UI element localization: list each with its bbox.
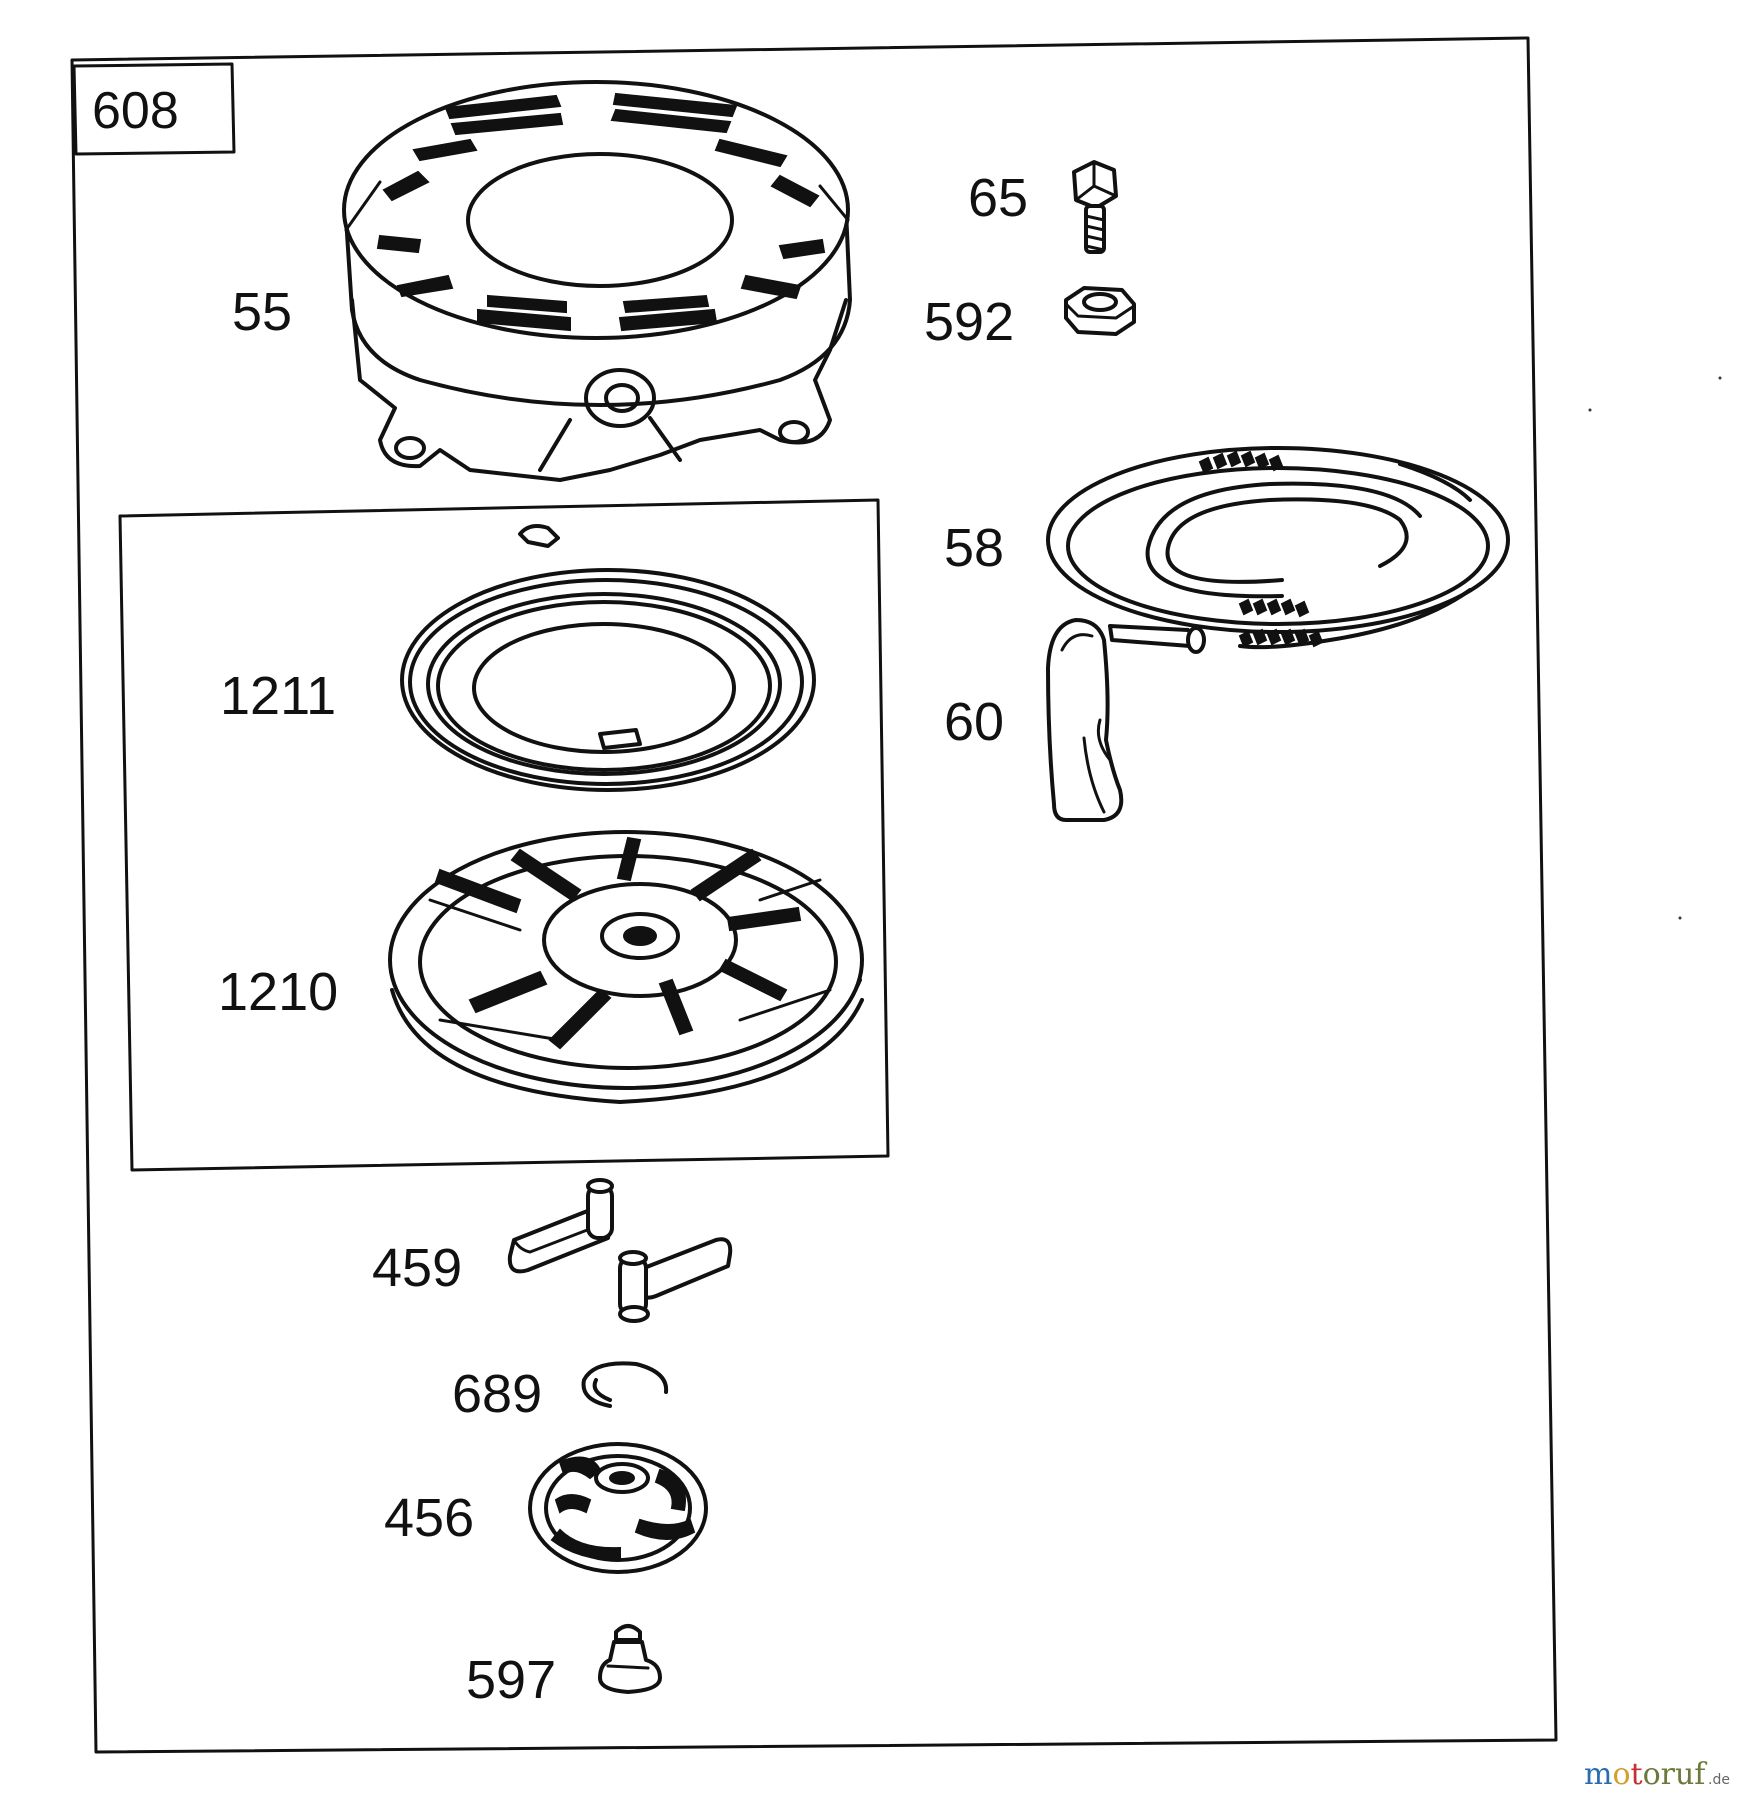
scan-dot [1588,408,1592,412]
label-456: 456 [384,1488,474,1548]
part-55-starter-housing [342,80,852,482]
label-1210: 1210 [218,962,338,1022]
assembly-number-box: 608 [72,62,236,156]
part-65-bolt [1072,160,1118,254]
part-689-retaining-ring [581,1361,669,1408]
scan-dot [1678,916,1682,920]
label-592: 592 [924,292,1014,352]
part-60-starter-handle [1046,618,1206,822]
inner-frame [118,498,890,1172]
watermark-brand: motoruf [1584,1757,1707,1792]
label-55: 55 [232,282,292,342]
assembly-number: 608 [92,82,179,140]
part-58-starter-rope [1046,446,1510,650]
part-459-ratchet-pawl [507,1178,733,1323]
part-597-screw [598,1624,662,1694]
watermark-logo: motoruf .de [1584,1757,1730,1792]
part-456-starter-cup [528,1442,708,1574]
label-459: 459 [372,1238,462,1298]
label-65: 65 [968,168,1028,228]
part-1210-pulley [388,830,864,1104]
watermark-tld: .de [1708,1772,1730,1788]
label-597: 597 [466,1650,556,1710]
label-689: 689 [452,1364,542,1424]
outer-frame [70,36,1558,1754]
part-1211-recoil-spring [400,524,816,792]
part-592-nut [1064,286,1136,336]
label-60: 60 [944,692,1004,752]
label-1211: 1211 [220,666,336,726]
scan-dot [1718,376,1722,380]
label-58: 58 [944,518,1004,578]
